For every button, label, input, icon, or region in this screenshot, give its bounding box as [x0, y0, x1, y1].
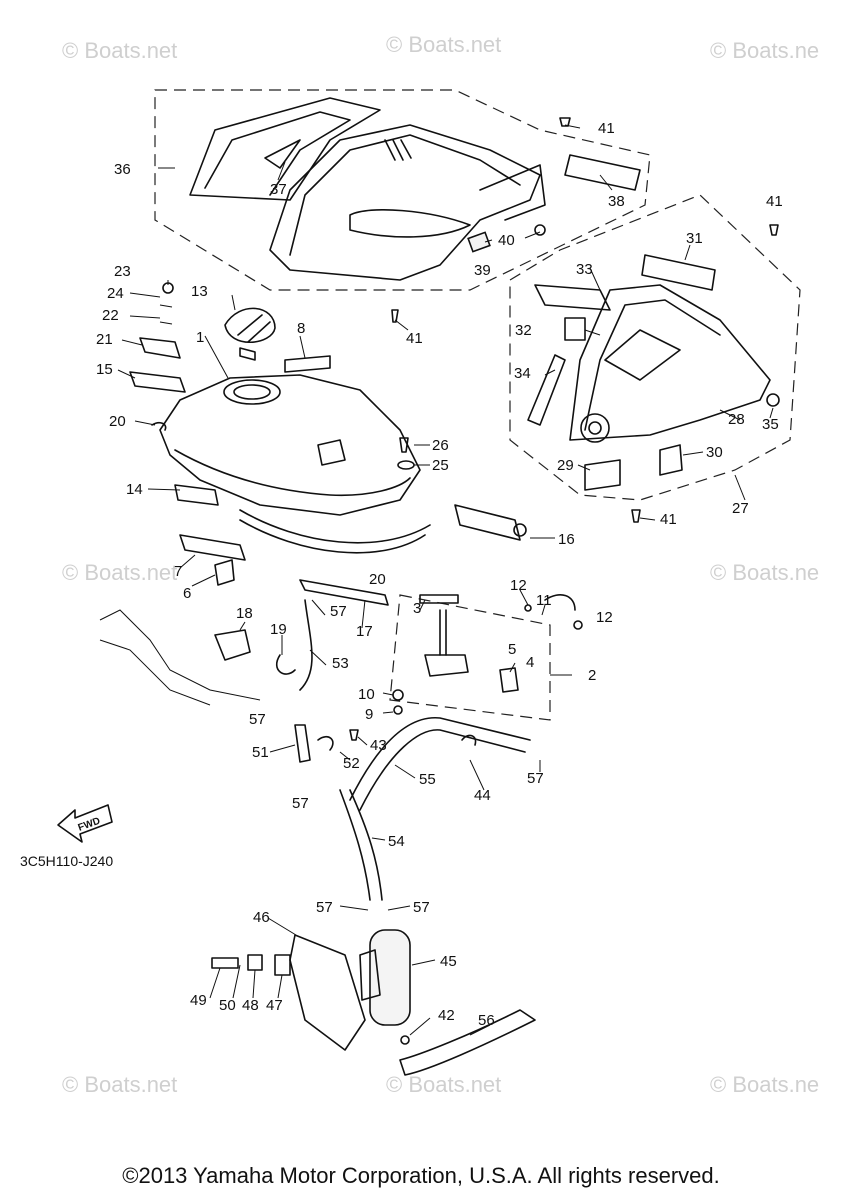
- callout-57: 57: [330, 603, 347, 620]
- callout-12: 12: [510, 577, 527, 594]
- callout-32: 32: [515, 322, 532, 339]
- callout-40: 40: [498, 232, 515, 249]
- callout-18: 18: [236, 605, 253, 622]
- callout-4: 4: [526, 654, 534, 671]
- callout-38: 38: [608, 193, 625, 210]
- callout-3: 3: [413, 600, 421, 617]
- callout-52: 52: [343, 755, 360, 772]
- callout-22: 22: [102, 307, 119, 324]
- callout-8: 8: [297, 320, 305, 337]
- callout-7: 7: [174, 563, 182, 580]
- callout-56: 56: [478, 1012, 495, 1029]
- callout-36: 36: [114, 161, 131, 178]
- callout-labels: 1 2 3 4 5 6 7 8 9 10 11 12 12 13 14 15 1…: [96, 120, 783, 1029]
- callout-25: 25: [432, 457, 449, 474]
- group-box-27: [509, 194, 801, 501]
- callout-28: 28: [728, 411, 745, 428]
- callout-9: 9: [365, 706, 373, 723]
- callout-41: 41: [406, 330, 423, 347]
- frame-and-hoses: [99, 599, 531, 901]
- callout-51: 51: [252, 744, 269, 761]
- callout-41: 41: [766, 193, 783, 210]
- tank-top-cover: [189, 97, 641, 323]
- callout-39: 39: [474, 262, 491, 279]
- watermark: © Boats.net: [386, 32, 501, 57]
- watermark: © Boats.net: [62, 38, 177, 63]
- group-box-2: [389, 594, 551, 721]
- callout-23: 23: [114, 263, 131, 280]
- watermark: © Boats.net: [62, 560, 177, 585]
- callout-19: 19: [270, 621, 287, 638]
- callout-41: 41: [598, 120, 615, 137]
- canister-assembly: [211, 929, 536, 1076]
- callout-24: 24: [107, 285, 124, 302]
- callout-57: 57: [527, 770, 544, 787]
- callout-47: 47: [266, 997, 283, 1014]
- callout-44: 44: [474, 787, 491, 804]
- leader-lines: [117, 124, 774, 1036]
- callout-33: 33: [576, 261, 593, 278]
- callout-41: 41: [660, 511, 677, 528]
- callout-30: 30: [706, 444, 723, 461]
- callout-17: 17: [356, 623, 373, 640]
- callout-57: 57: [413, 899, 430, 916]
- callout-6: 6: [183, 585, 191, 602]
- callout-57: 57: [292, 795, 309, 812]
- fuel-cock-assembly: [179, 509, 583, 715]
- callout-20: 20: [109, 413, 126, 430]
- callout-46: 46: [253, 909, 270, 926]
- fwd-arrow-icon: FWD: [57, 804, 113, 843]
- watermark: © Boats.ne: [710, 38, 819, 63]
- callout-10: 10: [358, 686, 375, 703]
- callout-50: 50: [219, 997, 236, 1014]
- callout-29: 29: [557, 457, 574, 474]
- callout-53: 53: [332, 655, 349, 672]
- group-box-36: [154, 89, 651, 291]
- callout-20: 20: [369, 571, 386, 588]
- callout-49: 49: [190, 992, 207, 1009]
- callout-43: 43: [370, 737, 387, 754]
- watermark: © Boats.net: [62, 1072, 177, 1097]
- callout-27: 27: [732, 500, 749, 517]
- callout-16: 16: [558, 531, 575, 548]
- callout-5: 5: [508, 641, 516, 658]
- fuel-tank: [129, 282, 527, 541]
- callout-34: 34: [514, 365, 531, 382]
- callout-31: 31: [686, 230, 703, 247]
- callout-57: 57: [249, 711, 266, 728]
- callout-2: 2: [588, 667, 596, 684]
- diagram-code: 3C5H110-J240: [20, 853, 114, 869]
- callout-26: 26: [432, 437, 449, 454]
- copyright-notice: ©2013 Yamaha Motor Corporation, U.S.A. A…: [122, 1163, 720, 1188]
- callout-14: 14: [126, 481, 143, 498]
- callout-54: 54: [388, 833, 405, 850]
- watermark: © Boats.ne: [710, 1072, 819, 1097]
- callout-1: 1: [196, 329, 204, 346]
- callout-35: 35: [762, 416, 779, 433]
- callout-55: 55: [419, 771, 436, 788]
- callout-15: 15: [96, 361, 113, 378]
- callout-13: 13: [191, 283, 208, 300]
- tank-side-cover: [527, 224, 780, 523]
- watermark-layer: © Boats.net © Boats.net © Boats.ne © Boa…: [62, 32, 819, 1097]
- callout-37: 37: [270, 181, 287, 198]
- callout-42: 42: [438, 1007, 455, 1024]
- callout-57: 57: [316, 899, 333, 916]
- callout-21: 21: [96, 331, 113, 348]
- callout-48: 48: [242, 997, 259, 1014]
- callout-45: 45: [440, 953, 457, 970]
- callout-12: 12: [596, 609, 613, 626]
- watermark: © Boats.ne: [710, 560, 819, 585]
- watermark: © Boats.net: [386, 1072, 501, 1097]
- callout-11: 11: [536, 592, 552, 609]
